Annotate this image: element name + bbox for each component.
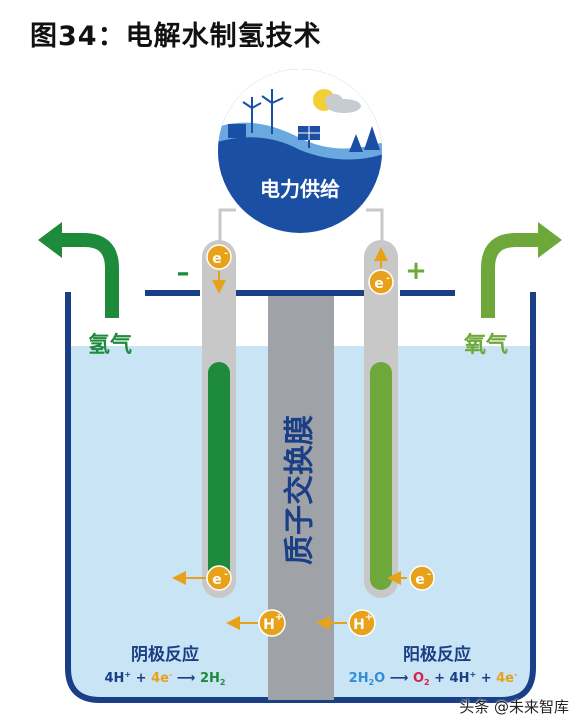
power-supply-label: 电力供给 — [260, 177, 340, 201]
tree-icon — [364, 126, 380, 150]
svg-text:e: e — [374, 276, 384, 292]
svg-text:-: - — [224, 570, 228, 580]
svg-text:+: + — [275, 612, 283, 623]
lid-center — [236, 290, 364, 296]
oxygen-arrow-icon — [481, 233, 540, 318]
cathode-equation: 4H+ + 4e- ⟶ 2H2 — [104, 670, 225, 687]
svg-text:H: H — [263, 617, 275, 633]
wire-right — [366, 208, 384, 242]
power-supply: 电力供给 — [218, 69, 382, 233]
svg-text:-: - — [427, 570, 431, 580]
svg-text:e: e — [415, 572, 425, 588]
positive-sign: + — [405, 256, 427, 286]
hydrogen-label: 氢气 — [88, 332, 132, 358]
wire-left — [218, 208, 236, 242]
electron-anode-top: e - — [368, 247, 394, 295]
electron-cathode-top: e - — [206, 244, 232, 294]
building-icon — [228, 124, 246, 138]
lid-left — [145, 290, 200, 296]
anode-electrode — [364, 240, 398, 598]
watermark: 头条 @未来智库 — [459, 698, 569, 716]
svg-text:H: H — [353, 617, 365, 633]
anode-equation: 2H2O ⟶ O2 + 4H+ + 4e- — [349, 670, 518, 687]
anode-reaction-title: 阳极反应 — [403, 644, 471, 665]
proton-left: H + — [226, 609, 286, 637]
cathode-reaction-title: 阴极反应 — [131, 644, 199, 665]
svg-text:e: e — [212, 572, 222, 588]
lid-right — [400, 290, 455, 296]
svg-text:+: + — [365, 612, 373, 623]
oxygen-label: 氧气 — [463, 332, 508, 358]
svg-text:e: e — [212, 251, 222, 267]
svg-text:-: - — [386, 274, 390, 284]
membrane-label: 质子交换膜 — [283, 415, 318, 565]
electron-anode-bottom: e - — [387, 565, 435, 591]
solar-panel-icon — [298, 126, 320, 148]
wind-turbine-icon — [242, 89, 284, 134]
negative-sign: – — [177, 258, 190, 288]
cathode-electrode — [202, 240, 236, 598]
hydrogen-arrow-icon — [60, 233, 119, 318]
svg-text:-: - — [224, 249, 228, 259]
electron-cathode-bottom: e - — [172, 565, 232, 591]
page-title: 图34：电解水制氢技术 — [30, 21, 322, 52]
proton-right: H + — [316, 609, 376, 637]
